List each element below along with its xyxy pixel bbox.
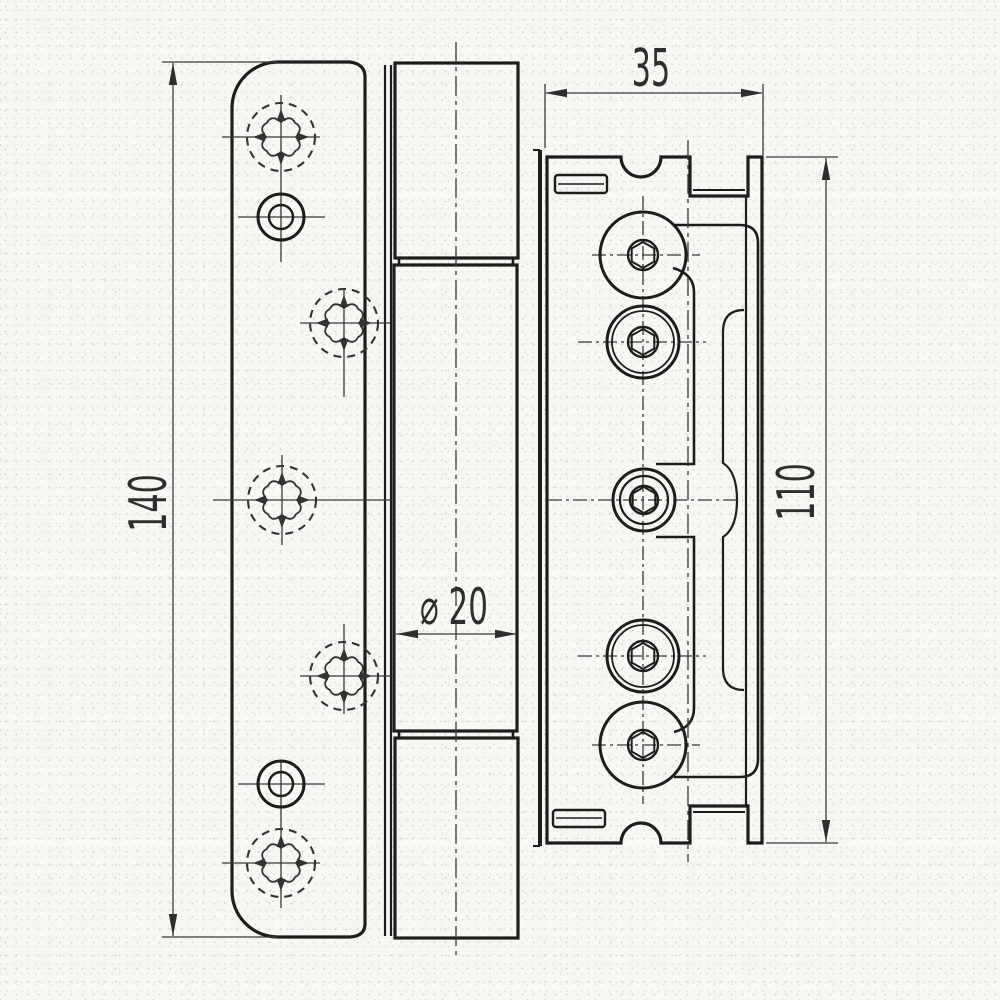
roller-icon bbox=[611, 467, 677, 533]
dimension-140: 140 bbox=[120, 61, 278, 938]
dimension-label-110: 110 bbox=[768, 463, 828, 521]
frame-part bbox=[533, 140, 764, 862]
fixing-slot-bottom bbox=[551, 808, 607, 829]
dimension-label-140: 140 bbox=[120, 474, 180, 532]
dimension-label-diameter-20: ⌀ 20 bbox=[420, 577, 488, 636]
dimension-35: 35 bbox=[544, 40, 764, 155]
hinge-barrel bbox=[392, 42, 520, 958]
dimension-label-35: 35 bbox=[632, 40, 670, 100]
roller-icon bbox=[598, 210, 688, 300]
roller-icon bbox=[598, 700, 688, 790]
fixing-slot-top bbox=[553, 173, 609, 195]
dimension-110: 110 bbox=[766, 156, 838, 844]
frame-rollers bbox=[598, 210, 688, 790]
dimension-diameter-20: ⌀ 20 bbox=[396, 577, 517, 639]
roller-centerlines bbox=[548, 196, 740, 804]
roller-icon bbox=[605, 304, 681, 380]
roller-icon bbox=[605, 618, 681, 694]
